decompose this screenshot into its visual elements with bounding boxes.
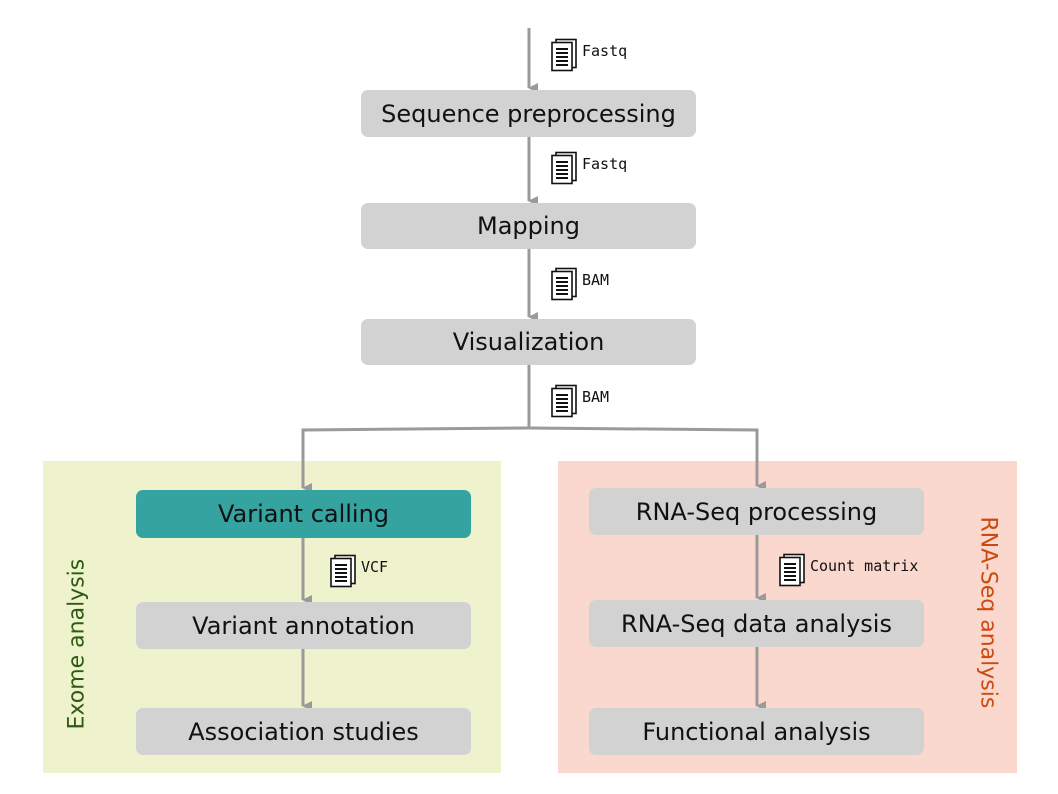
document-icon bbox=[551, 267, 577, 301]
file-badge-after-rnaseq-processing: Count matrix bbox=[778, 553, 918, 587]
rnaseq-analysis-label: RNA-Seq analysis bbox=[975, 516, 1001, 709]
file-badge-after-visualization: BAM bbox=[550, 384, 609, 418]
step-rnaseq-processing: RNA-Seq processing bbox=[589, 488, 924, 535]
step-visualization: Visualization bbox=[361, 319, 696, 365]
file-badge-after-preprocessing: Fastq bbox=[550, 151, 627, 185]
file-badge-after-mapping: BAM bbox=[550, 267, 609, 301]
file-format-label: Count matrix bbox=[810, 557, 919, 575]
step-label: Mapping bbox=[477, 212, 580, 240]
exome-analysis-label: Exome analysis bbox=[64, 558, 90, 730]
document-icon bbox=[330, 554, 356, 588]
step-label: Functional analysis bbox=[642, 717, 871, 746]
file-format-label: BAM bbox=[582, 271, 610, 289]
branch-left bbox=[301, 426, 530, 493]
step-mapping: Mapping bbox=[361, 203, 696, 249]
step-label: Sequence preprocessing bbox=[381, 99, 676, 128]
step-variant-annotation: Variant annotation bbox=[136, 602, 471, 649]
document-icon bbox=[779, 553, 805, 587]
branch-right bbox=[528, 426, 766, 491]
step-label: RNA-Seq processing bbox=[635, 497, 878, 526]
file-format-label: Fastq bbox=[582, 155, 628, 173]
step-sequence-preprocessing: Sequence preprocessing bbox=[361, 90, 696, 137]
step-label: Association studies bbox=[188, 717, 419, 746]
file-format-label: BAM bbox=[582, 388, 610, 406]
document-icon bbox=[551, 151, 577, 185]
file-badge-after-variant-calling: VCF bbox=[329, 554, 388, 588]
step-label: Variant calling bbox=[217, 500, 390, 528]
step-label: Visualization bbox=[452, 328, 605, 356]
step-association-studies: Association studies bbox=[136, 708, 471, 755]
file-format-label: Fastq bbox=[582, 42, 628, 60]
step-rnaseq-data-analysis: RNA-Seq data analysis bbox=[589, 600, 924, 647]
file-badge-input: Fastq bbox=[550, 38, 627, 72]
document-icon bbox=[551, 384, 577, 418]
step-functional-analysis: Functional analysis bbox=[589, 708, 924, 755]
file-format-label: VCF bbox=[361, 558, 389, 576]
document-icon bbox=[551, 38, 577, 72]
step-variant-calling: Variant calling bbox=[136, 490, 471, 538]
step-label: Variant annotation bbox=[192, 611, 415, 640]
step-label: RNA-Seq data analysis bbox=[621, 609, 892, 638]
